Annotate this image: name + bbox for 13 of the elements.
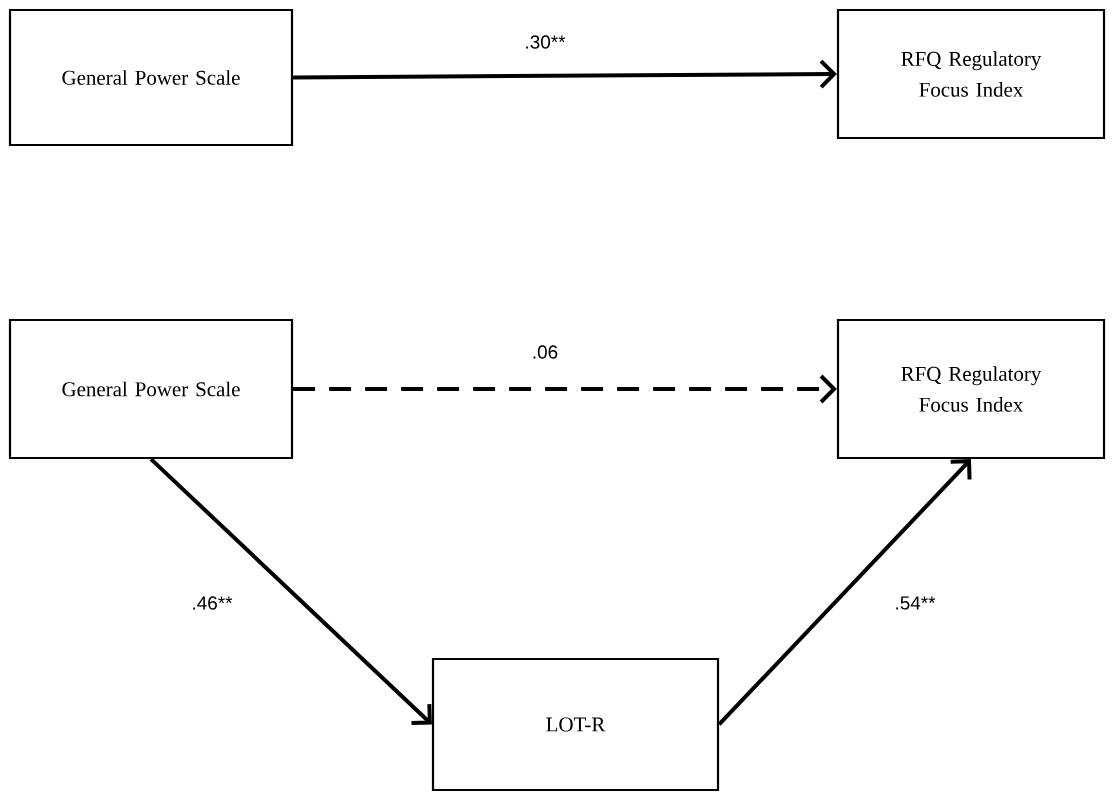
edge-label: .54**: [892, 594, 938, 612]
edge-label: .06: [529, 343, 561, 361]
process-box: General Power Scale: [8, 318, 294, 460]
edge-label: .30**: [522, 33, 568, 51]
arrow: [149, 457, 432, 726]
arrow: [717, 459, 972, 726]
arrow: [293, 374, 837, 404]
process-box: General Power Scale: [8, 8, 294, 147]
process-box: RFQ Regulatory Focus Index: [836, 8, 1106, 140]
process-box: RFQ Regulatory Focus Index: [836, 318, 1106, 460]
arrow: [293, 59, 837, 89]
process-box: LOT-R: [431, 657, 720, 792]
edge-label: .46**: [189, 594, 235, 612]
